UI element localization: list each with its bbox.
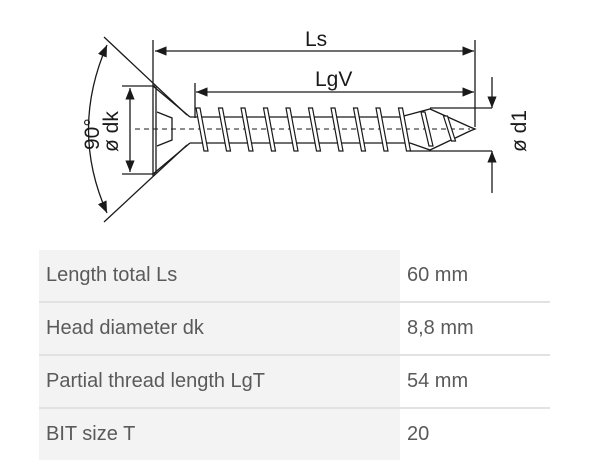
thread-flight bbox=[307, 107, 322, 152]
label-ls: Ls bbox=[305, 28, 327, 51]
spec-label: Partial thread length LgT bbox=[39, 355, 400, 409]
label-d1: ø d1 bbox=[508, 110, 531, 152]
thread-flight bbox=[262, 107, 277, 152]
thread-flight bbox=[285, 107, 299, 152]
thread-flight bbox=[442, 115, 457, 142]
label-dk: ø dk bbox=[100, 111, 123, 152]
screw-threads bbox=[195, 107, 457, 152]
spec-label: Length total Ls bbox=[39, 250, 400, 303]
spec-value: 60 mm bbox=[400, 250, 550, 303]
thread-flight bbox=[375, 107, 389, 152]
thread-flight bbox=[217, 107, 232, 152]
spec-value: 20 bbox=[400, 408, 550, 460]
spec-label: BIT size T bbox=[39, 408, 400, 460]
label-angle: 90° bbox=[81, 118, 104, 150]
thread-flight bbox=[240, 107, 254, 152]
spec-value: 8,8 mm bbox=[400, 302, 550, 356]
thread-flight bbox=[195, 107, 209, 152]
spec-value: 54 mm bbox=[400, 355, 550, 409]
thread-flight bbox=[397, 107, 412, 152]
screw-diagram: Ls LgV 90° ø dk ø d1 bbox=[81, 28, 531, 223]
spec-label: Head diameter dk bbox=[39, 302, 400, 356]
thread-flight bbox=[330, 107, 344, 152]
label-lgv: LgV bbox=[315, 68, 352, 91]
thread-flight bbox=[420, 111, 434, 147]
thread-flight bbox=[352, 107, 367, 152]
